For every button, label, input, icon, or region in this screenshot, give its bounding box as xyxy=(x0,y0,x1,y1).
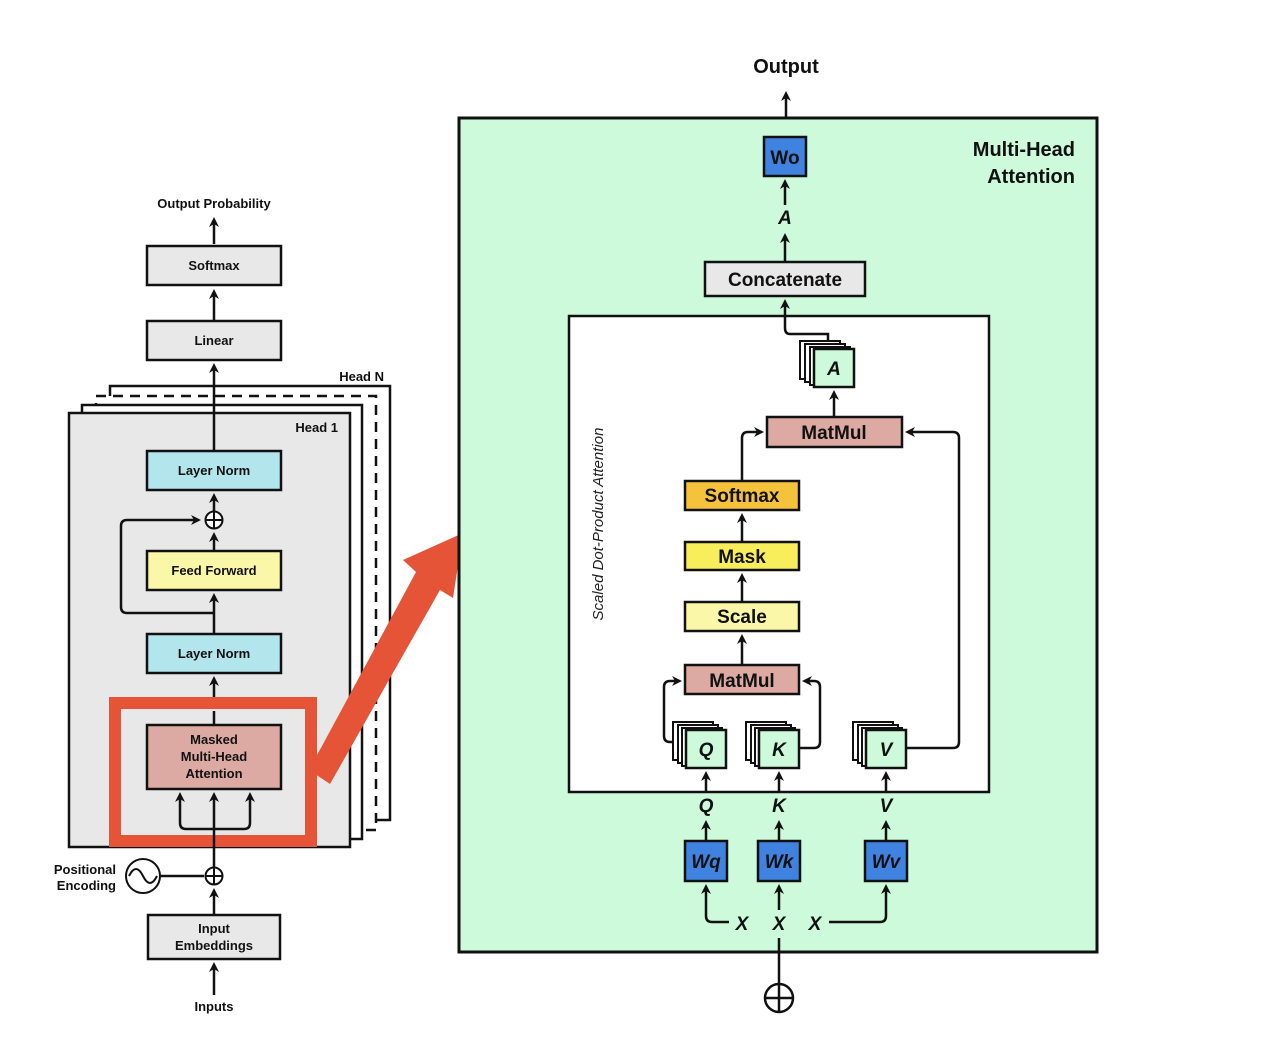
concatenate-label: Concatenate xyxy=(728,270,842,291)
arrow-k-to-matmul xyxy=(799,676,822,750)
scaled-dot-product-label: Scaled Dot-Product Attention xyxy=(590,428,607,621)
right-softmax-box: Softmax xyxy=(683,479,801,512)
output-label: Output xyxy=(753,56,819,78)
add-circle-bottom xyxy=(763,982,795,1014)
v-stack: V xyxy=(852,721,908,770)
head-1-label: Head 1 xyxy=(295,420,338,435)
matmul-top-box: MatMul xyxy=(765,415,904,449)
x-label-1: X xyxy=(735,914,750,935)
q-box-label: Q xyxy=(699,740,714,761)
zoom-pointer-arrow xyxy=(309,533,463,784)
masked-line-2: Multi-Head xyxy=(181,749,248,764)
right-softmax-label: Softmax xyxy=(705,486,780,507)
feed-forward-label: Feed Forward xyxy=(171,563,256,578)
v-box-label: V xyxy=(880,740,894,761)
wq-label: Wq xyxy=(691,852,721,873)
arrow-attention-q xyxy=(175,792,214,831)
scale-box: Scale xyxy=(683,600,801,633)
concatenate-box: Concatenate xyxy=(703,260,867,298)
input-embeddings-line-2: Embeddings xyxy=(175,938,253,953)
layer-norm-bottom-box: Layer Norm xyxy=(145,632,283,675)
arrow-attention-k xyxy=(214,792,255,831)
add-circle-top xyxy=(204,510,224,530)
wv-label: Wv xyxy=(872,852,902,873)
right-multihead-panel: Output Multi-Head Attention Wo A Concate… xyxy=(457,56,1099,1014)
masked-line-3: Attention xyxy=(185,766,242,781)
wq-box: Wq xyxy=(683,839,729,883)
left-linear-label: Linear xyxy=(194,333,233,348)
k-stack: K xyxy=(745,721,801,770)
a-stack: A xyxy=(799,340,856,389)
layer-norm-top-box: Layer Norm xyxy=(145,449,283,492)
layer-norm-bottom-label: Layer Norm xyxy=(178,646,250,661)
arrow-v-to-matmul xyxy=(905,427,961,750)
mask-box: Mask xyxy=(683,540,801,572)
arrow-q-to-matmul xyxy=(662,676,682,744)
left-softmax-box: Softmax xyxy=(145,244,283,287)
wk-box: Wk xyxy=(756,839,802,883)
x-label-2: X xyxy=(772,914,787,935)
positional-line-2: Encoding xyxy=(57,878,116,893)
x-label-3: X xyxy=(808,914,823,935)
arrow-x-to-wv xyxy=(829,884,891,924)
a-top-label: A xyxy=(777,208,792,229)
left-decoder: Output Probability Softmax Linear Head N… xyxy=(54,196,392,1014)
feed-forward-box: Feed Forward xyxy=(145,549,283,592)
inputs-label: Inputs xyxy=(195,999,234,1014)
q-label: Q xyxy=(699,796,714,817)
k-box-label: K xyxy=(772,740,787,761)
wo-box: Wo xyxy=(762,135,808,178)
left-softmax-label: Softmax xyxy=(188,258,240,273)
input-embeddings-line-1: Input xyxy=(198,921,230,936)
masked-attention-box: Masked Multi-Head Attention xyxy=(145,723,283,791)
residual-connection-ff xyxy=(119,515,214,615)
head-n-label: Head N xyxy=(339,369,384,384)
v-label: V xyxy=(880,796,894,817)
multihead-title-line-1: Multi-Head xyxy=(973,139,1075,161)
multihead-title-line-2: Attention xyxy=(987,166,1075,188)
wo-label: Wo xyxy=(770,148,799,169)
wv-box: Wv xyxy=(863,839,909,883)
arrow-x-to-wq xyxy=(701,884,729,924)
matmul-bottom-label: MatMul xyxy=(709,671,774,692)
sine-wave-icon xyxy=(125,858,161,894)
scale-label: Scale xyxy=(717,607,767,628)
output-probability-label: Output Probability xyxy=(157,196,271,211)
a-stack-label: A xyxy=(826,359,841,380)
add-circle-positional xyxy=(204,866,224,886)
masked-line-1: Masked xyxy=(190,732,238,747)
k-label: K xyxy=(772,796,787,817)
layer-norm-top-label: Layer Norm xyxy=(178,463,250,478)
q-stack: Q xyxy=(672,721,728,770)
positional-line-1: Positional xyxy=(54,862,116,877)
mask-label: Mask xyxy=(718,547,766,568)
matmul-top-label: MatMul xyxy=(801,423,866,444)
arrow-softmax-to-matmul xyxy=(740,427,764,481)
arrow-a-stack-to-concat xyxy=(780,299,830,343)
matmul-bottom-box: MatMul xyxy=(683,663,801,696)
left-linear-box: Linear xyxy=(145,319,283,362)
input-embeddings-box: Input Embeddings xyxy=(146,913,282,961)
wk-label: Wk xyxy=(765,852,795,873)
